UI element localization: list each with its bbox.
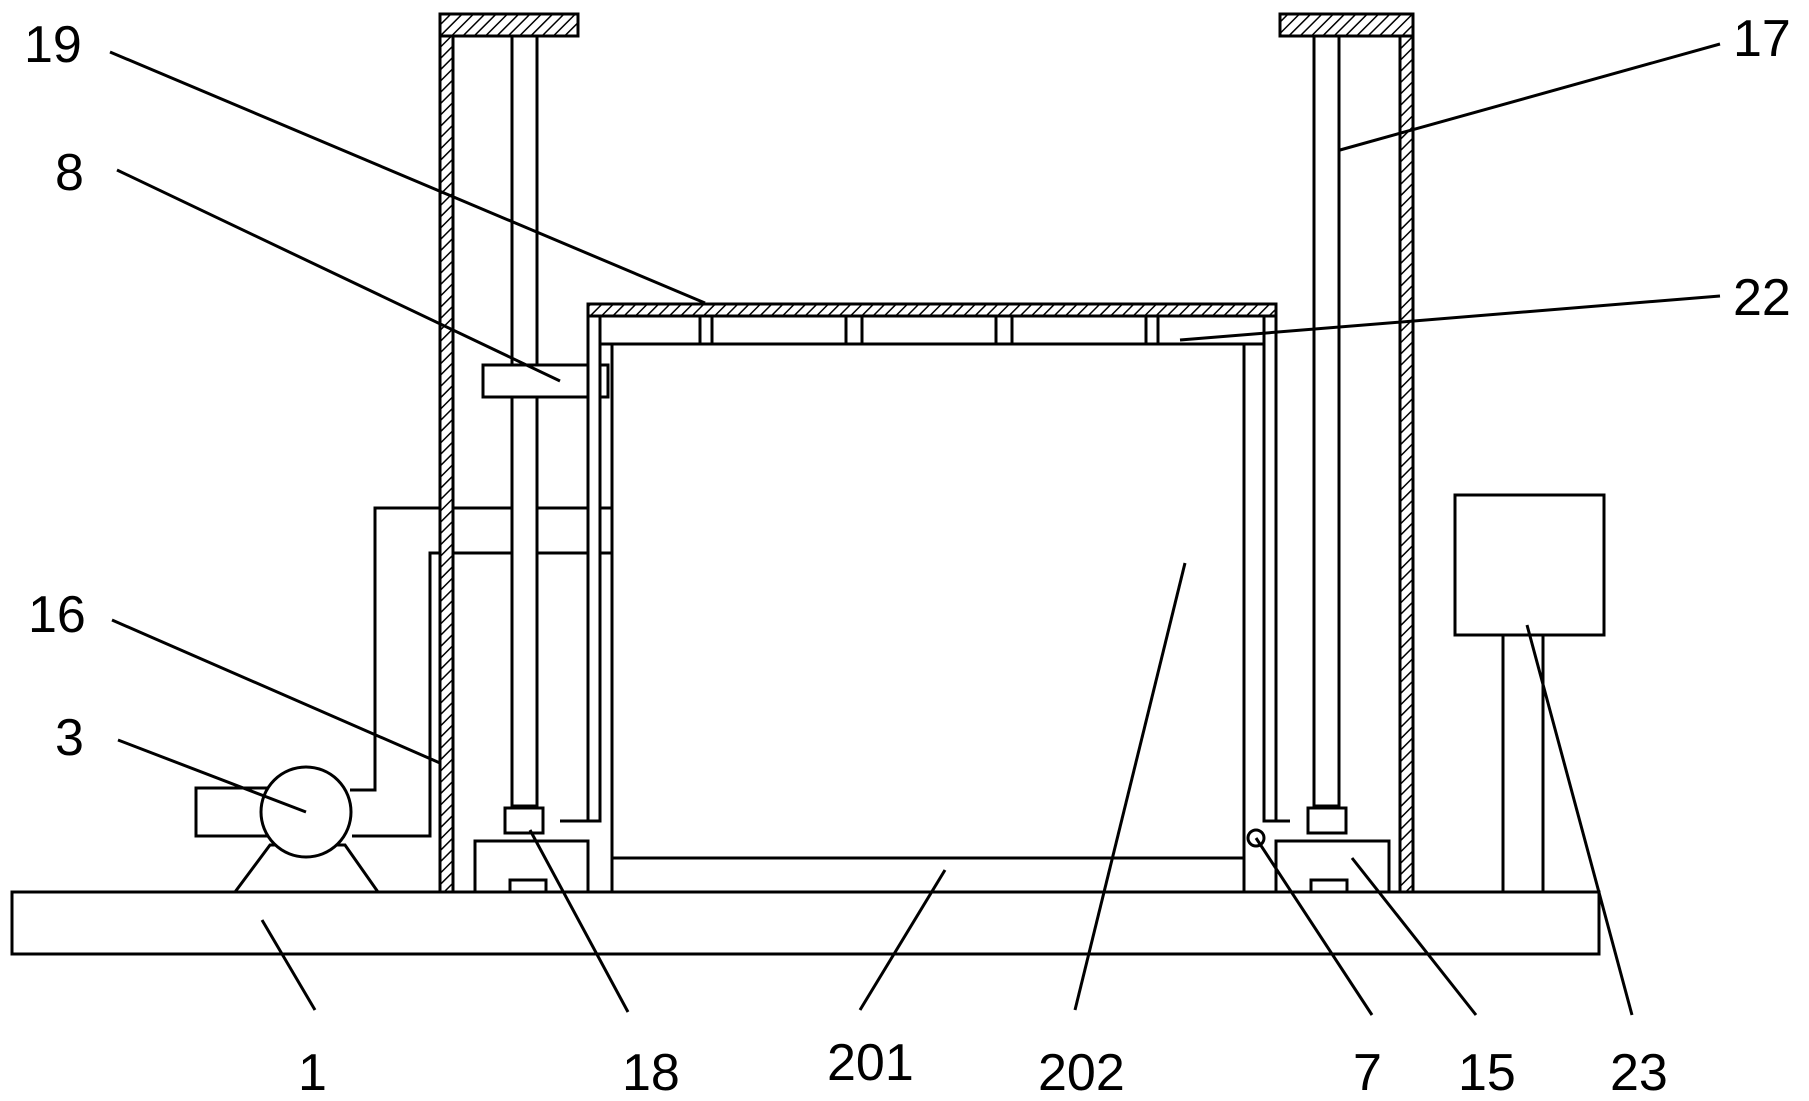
- label-7: 7: [1353, 1044, 1382, 1101]
- left-guide-rod: [510, 34, 539, 808]
- top-sensor: [1156, 314, 1266, 346]
- label-17: 17: [1733, 10, 1791, 68]
- base-plate: [10, 890, 1601, 956]
- chamber-top-plate: [586, 302, 1278, 318]
- inner-container: [610, 342, 1246, 894]
- right-outer-wall: [1398, 32, 1415, 894]
- left-carriage-clamp: [503, 806, 545, 835]
- label-18: 18: [622, 1044, 680, 1101]
- label-202: 202: [1038, 1044, 1125, 1101]
- control-box: [1453, 493, 1606, 637]
- label-8: 8: [55, 144, 84, 202]
- control-stand: [1501, 633, 1545, 894]
- label-3: 3: [55, 709, 84, 767]
- label-23: 23: [1610, 1044, 1668, 1101]
- left-outer-wall: [438, 32, 455, 894]
- bottom-tray: [610, 856, 1246, 894]
- right-carriage-clamp: [1306, 806, 1348, 835]
- left-top-bracket: [438, 12, 580, 38]
- label-22: 22: [1733, 269, 1791, 327]
- label-201: 201: [827, 1034, 914, 1092]
- label-16: 16: [28, 586, 86, 644]
- label-19: 19: [24, 16, 82, 74]
- right-top-bracket: [1278, 12, 1415, 38]
- label-15: 15: [1458, 1044, 1516, 1101]
- right-guide-rod: [1312, 34, 1341, 808]
- pump: [194, 506, 612, 894]
- label-1: 1: [298, 1044, 327, 1101]
